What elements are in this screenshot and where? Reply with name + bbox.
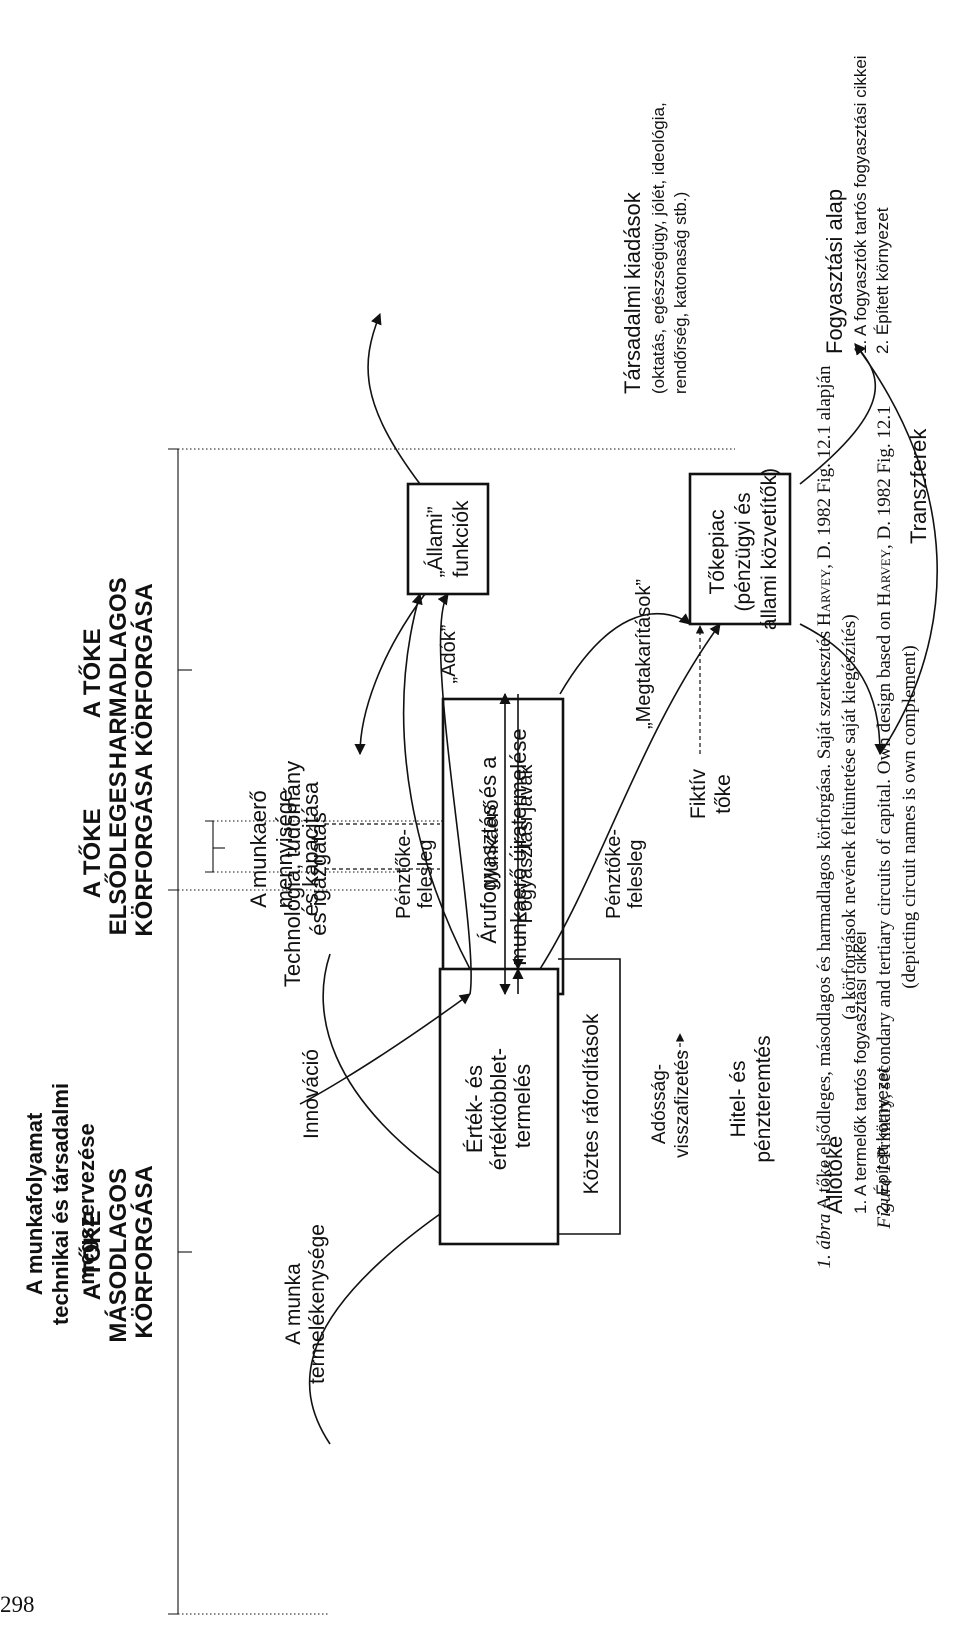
arrow-savings — [559, 612, 691, 695]
curve-productivity — [308, 1213, 441, 1445]
circuit-primary-title: A TŐKE ELSŐDLEGES KÖRFORGÁSA — [78, 763, 158, 936]
curve-labour-quantity — [299, 993, 471, 1105]
label-fixed-capital-item-1: 1. A termelők tartós fogyasztási cikkei — [851, 931, 870, 1214]
node-capital-market-text: Tőkepiac (pénzügyi és állami közvetítők) — [706, 468, 781, 630]
label-productivity-2: termelékenysége — [306, 1224, 329, 1384]
node-intermediate-frame — [558, 958, 621, 1235]
label-surplus-2-a: Pénztőke- — [393, 829, 415, 919]
bracket-secondary — [168, 889, 179, 1615]
caption: 1. ábra A tőke elsődleges, másodlagos és… — [814, 365, 920, 1269]
label-surplus-1-b: felesleg — [625, 840, 647, 909]
connectors — [299, 312, 938, 1445]
label-reorganization-2: technikai és társadalmi — [48, 1083, 73, 1325]
label-productivity-1: A munka — [282, 1263, 305, 1345]
label-social-spending: Társadalmi kiadások — [620, 191, 645, 394]
curve-transfers — [854, 343, 938, 755]
label-fixed-capital-item-2: 2. Épített környezet — [873, 1067, 892, 1214]
bracket-primary — [205, 820, 214, 873]
node-capital-market — [688, 472, 792, 626]
label-transfers: Transzferek — [906, 428, 931, 544]
arrow-surplus-2 — [402, 592, 471, 970]
curve-innovation — [322, 953, 441, 1175]
label-consumer-goods: Fogyasztási javak — [515, 764, 537, 924]
label-consumption-fund: Fogyasztási alap — [822, 189, 847, 354]
label-debt-2: visszafizetés — [672, 1050, 693, 1158]
arrow-to-technology — [354, 593, 426, 756]
label-technology-2: és igazgatás — [306, 812, 331, 936]
circuit-secondary-title: A TŐKE MÁSODLAGOS KÖRFORGÁSA — [78, 1161, 158, 1342]
label-fictive-1: Fiktív — [687, 768, 710, 819]
label-labour-quantity-2: mennyisége — [272, 790, 297, 909]
label-technology-1: Technológia, tudomány — [280, 761, 305, 987]
page-number: 298 — [0, 1592, 35, 1617]
label-surplus-2-b: felesleg — [415, 840, 437, 909]
label-surplus-1-a: Pénztőke- — [603, 829, 625, 919]
node-production — [438, 967, 560, 1246]
caption-en-line: Figure 1 Primary, secondary and tertiary… — [874, 405, 895, 1229]
bracket-tertiary — [168, 448, 179, 891]
arrow-surplus-1 — [539, 623, 721, 970]
circuit-tertiary-title: A TŐKE HARMADLAGOS KÖRFORGÁSA — [78, 571, 158, 770]
arrow-to-fixed-capital — [799, 623, 886, 756]
label-reorganization-3: megszervezése — [74, 1123, 99, 1284]
node-state — [406, 482, 490, 596]
label-fixed-capital: Állótőke — [822, 1136, 847, 1214]
arrow-taxes — [437, 593, 472, 995]
label-consumption-fund-item-1: 1. A fogyasztók tartós fogyasztási cikke… — [851, 55, 870, 354]
arrow-to-consumption-fund — [799, 343, 877, 485]
node-state-text: „Állami” funkciók — [424, 500, 473, 578]
circuit-brackets — [168, 448, 735, 1615]
caption-hu-line: 1. ábra A tőke elsődleges, másodlagos és… — [814, 365, 835, 1269]
label-savings: „Megtakarítások” — [633, 579, 655, 729]
label-credit-1: Hitel- és — [727, 1060, 750, 1137]
label-labour-quantity-1: A munkaerő — [246, 790, 271, 907]
label-labour-quantity-3: és kapacitása — [298, 781, 323, 916]
label-debt-1: Adósság- — [649, 1064, 670, 1144]
label-social-spending-item-1: (oktatás, egészségügy, jólét, ideológia, — [649, 102, 668, 394]
arrow-to-social-spending — [367, 312, 421, 485]
label-consumption-fund-item-2: 2. Épített környezet — [873, 207, 892, 354]
label-innovation: Innováció — [300, 1049, 323, 1139]
label-fictive-2: tőke — [712, 774, 735, 814]
caption-en-note: (depicting circuit names is own compleme… — [899, 645, 920, 988]
caption-hu-note: (a körforgások nevének feltüntetése sajá… — [839, 614, 860, 1019]
label-credit-2: pénzteremtés — [752, 1035, 775, 1162]
label-reorganization-1: A munkafolyamat — [22, 1112, 47, 1295]
label-social-spending-item-2: rendőrség, katonaság stb.) — [671, 192, 690, 394]
node-intermediate-text: Köztes ráfordítások — [580, 1013, 603, 1194]
node-production-text: Érték- és értéktöbblet- termelés — [462, 1042, 535, 1170]
label-taxes: „Adók” — [438, 625, 460, 684]
label-labour: Munkaerő — [481, 800, 503, 889]
